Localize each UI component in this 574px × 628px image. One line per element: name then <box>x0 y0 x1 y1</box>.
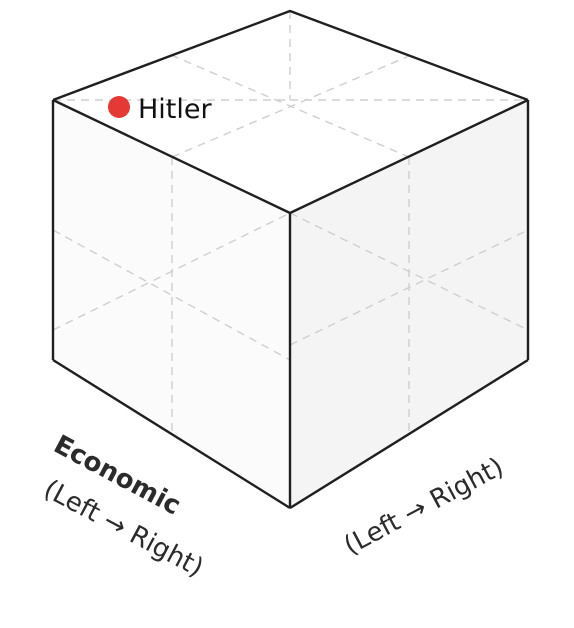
cube-grid-lines <box>52 11 529 434</box>
cube-top-face <box>53 11 528 213</box>
cube-edges <box>51 9 530 510</box>
right-axis-label: (Left → Right) <box>339 452 508 561</box>
left-axis-label: Economic (Left → Right) <box>39 430 208 584</box>
right-axis-subtitle: (Left → Right) <box>339 452 508 561</box>
point-hitler: Hitler <box>108 94 213 125</box>
point-marker <box>108 96 130 118</box>
point-label: Hitler <box>138 94 213 125</box>
